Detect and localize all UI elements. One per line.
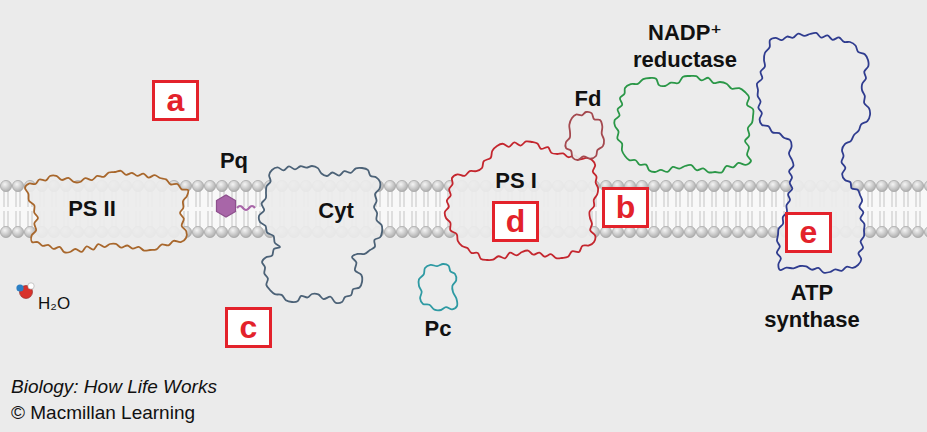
molecule-label: H₂O xyxy=(38,294,70,314)
book-credit: Biology: How Life Works xyxy=(11,376,217,398)
protein-outline xyxy=(252,162,388,308)
quinone-tail xyxy=(237,206,255,210)
copyright-note: © Macmillan Learning xyxy=(11,402,195,424)
protein-label: Cyt xyxy=(318,197,353,224)
protein-shape xyxy=(25,171,188,253)
plastocyanin: Pc xyxy=(415,262,461,342)
protein-shape xyxy=(614,76,753,173)
protein-label: PS II xyxy=(68,195,116,222)
protein-label: Pc xyxy=(425,315,452,342)
protein-label: NADP⁺ reductase xyxy=(610,19,760,73)
callout-letter: e xyxy=(785,212,832,253)
photosystem-ii: PS II xyxy=(20,168,192,258)
nadp-reductase: NADP⁺ reductase xyxy=(605,16,765,178)
protein-shape xyxy=(418,264,457,310)
protein-label: ATP synthase xyxy=(757,279,867,333)
water-molecule xyxy=(16,283,34,299)
callout-letter: b xyxy=(602,187,649,228)
protein-shape xyxy=(565,112,604,160)
protein-shape xyxy=(259,166,382,303)
protein-label: Fd xyxy=(575,85,602,112)
callout-letter: d xyxy=(492,201,539,242)
ferredoxin: Fd xyxy=(560,84,610,164)
callout-letter: c xyxy=(225,307,272,348)
protein-label: PS I xyxy=(495,167,537,194)
atp-synthase: ATP synthase xyxy=(750,30,880,340)
protein-shape xyxy=(757,33,870,273)
callout-letter: a xyxy=(152,80,199,121)
quinone-ring xyxy=(216,195,235,217)
cytochrome-complex: Cyt xyxy=(252,162,388,308)
protein-label: Pq xyxy=(220,147,248,174)
plastoquinone: Pq xyxy=(208,146,262,230)
